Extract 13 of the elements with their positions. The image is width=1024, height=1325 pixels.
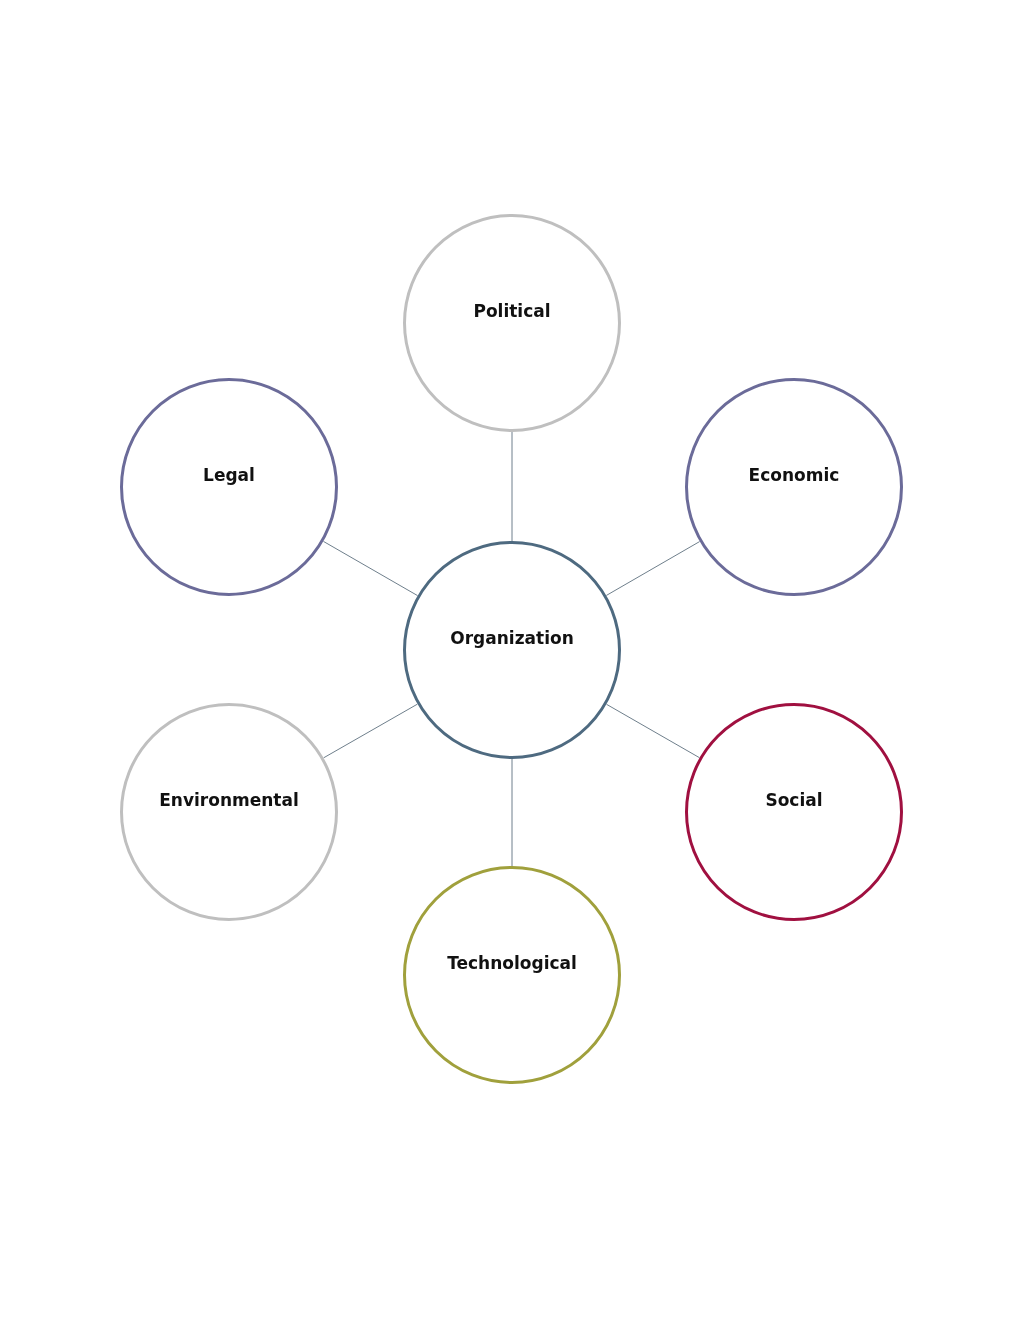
node-label: Environmental xyxy=(159,790,299,810)
node-label: Organization xyxy=(450,628,574,648)
connector-line xyxy=(605,541,701,596)
node-label: Political xyxy=(473,301,551,321)
connector-line xyxy=(511,431,513,542)
connector-line xyxy=(322,540,419,597)
connector-line xyxy=(511,758,513,867)
connector-line xyxy=(606,703,700,759)
node-label: Economic xyxy=(748,465,840,485)
node-label: Social xyxy=(765,790,823,810)
node-label: Technological xyxy=(447,953,577,973)
node-label: Legal xyxy=(203,465,255,485)
connector-line xyxy=(323,703,418,759)
